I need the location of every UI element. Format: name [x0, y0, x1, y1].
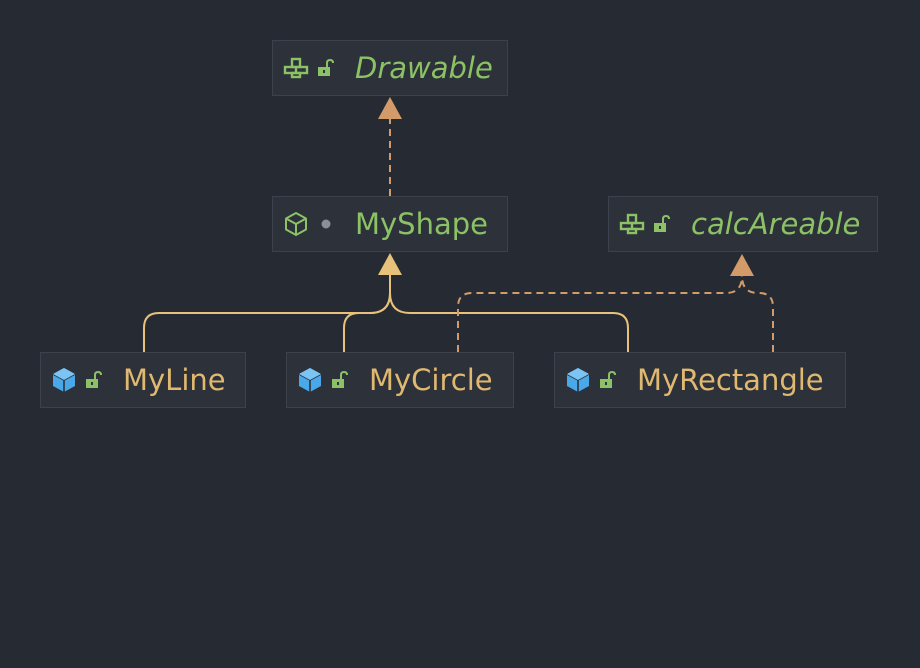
public-lock-icon: [327, 367, 353, 393]
node-calcareable[interactable]: calcAreable: [608, 196, 878, 252]
node-label: MyCircle: [369, 363, 493, 397]
edge-myrectangle-extends-myshape: [389, 292, 629, 352]
node-label: Drawable: [355, 51, 493, 85]
node-label: MyRectangle: [637, 363, 824, 397]
node-myshape[interactable]: MyShape: [272, 196, 508, 252]
interface-icon: [619, 211, 645, 237]
node-label: calcAreable: [691, 207, 861, 241]
arrowhead-myshape: [378, 253, 402, 275]
public-lock-icon: [595, 367, 621, 393]
public-lock-icon: [649, 211, 675, 237]
node-myline[interactable]: MyLine: [40, 352, 246, 408]
package-private-dot-icon: [313, 211, 339, 237]
edge-mycircle-implements-calcareable: [457, 275, 743, 352]
node-label: MyShape: [355, 207, 488, 241]
node-mycircle[interactable]: MyCircle: [286, 352, 514, 408]
arrowhead-calcareable: [730, 254, 754, 276]
arrowhead-drawable: [378, 97, 402, 119]
node-label: MyLine: [123, 363, 226, 397]
class-icon: [297, 367, 323, 393]
abstract-class-icon: [283, 211, 309, 237]
interface-icon: [283, 55, 309, 81]
class-icon: [51, 367, 77, 393]
node-myrectangle[interactable]: MyRectangle: [554, 352, 846, 408]
public-lock-icon: [81, 367, 107, 393]
public-lock-icon: [313, 55, 339, 81]
edge-myrectangle-implements-calcareable: [741, 275, 774, 352]
edge-mycircle-extends-myshape: [343, 292, 391, 352]
node-drawable[interactable]: Drawable: [272, 40, 508, 96]
class-icon: [565, 367, 591, 393]
